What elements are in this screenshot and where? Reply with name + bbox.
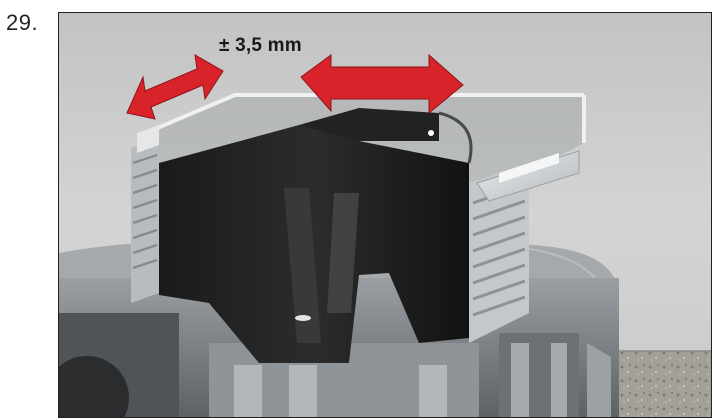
illustration-frame: ± 3,5 mm	[58, 12, 712, 418]
concrete-section	[619, 351, 711, 417]
figure-number: 29.	[6, 10, 39, 35]
drain-illustration	[59, 13, 711, 417]
double-arrow-icon	[300, 53, 464, 115]
double-arrow-icon	[126, 54, 224, 120]
ribbed-collar-right	[469, 163, 529, 343]
dimension-label: ± 3,5 mm	[219, 35, 302, 56]
siphon-insert	[159, 125, 469, 363]
pipe-outlet	[59, 356, 129, 417]
